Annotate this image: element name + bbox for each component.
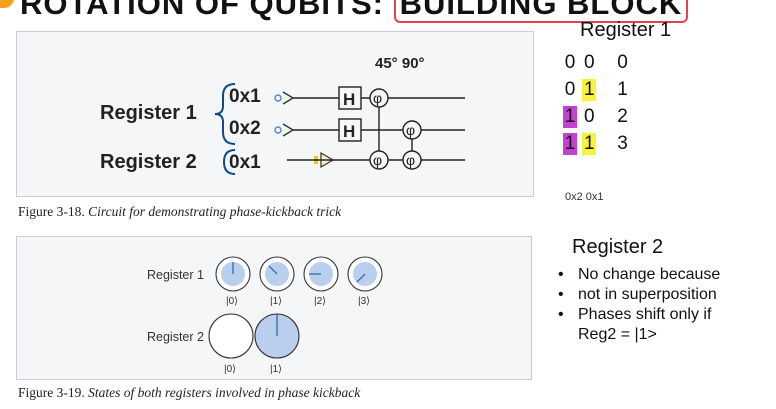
- bit-row-2-value: 2: [617, 106, 628, 127]
- register2-state-1: [254, 313, 300, 359]
- title-plain: ROTATION OF QUBITS:: [20, 0, 384, 21]
- figure-3-18-text: Circuit for demonstrating phase-kickback…: [88, 204, 342, 219]
- note-bullet-2: not in superposition: [552, 285, 776, 305]
- hadamard-gate-0x1-label: H: [343, 90, 355, 109]
- circuit-angle-labels: 45° 90°: [375, 55, 425, 72]
- hadamard-gate-0x2: [338, 118, 362, 142]
- figure-3-18-number: Figure 3-18.: [18, 204, 85, 219]
- bit-row-2-b0: 0: [583, 106, 595, 127]
- bit-row-3-b1: 1: [563, 133, 577, 155]
- register1-state-3: [347, 256, 383, 292]
- slide-title: ROTATION OF QUBITS: BUILDING BLOCK: [20, 0, 689, 23]
- register2-ket-1: |1⟩: [270, 364, 282, 375]
- register1-heading: Register 1: [580, 19, 672, 41]
- register2-state-0: [208, 313, 254, 359]
- bit-row-0-b1: 0: [564, 52, 576, 73]
- phase-90-gate-bottom-label: φ: [406, 152, 415, 168]
- register1-state-2: [303, 256, 339, 292]
- note-bullet-1: No change because: [552, 265, 776, 285]
- bit-row-1-value: 1: [617, 79, 628, 100]
- phase-90-gate-bottom: [402, 150, 422, 170]
- figure-3-18-caption: Figure 3-18. Circuit for demonstrating p…: [18, 204, 341, 220]
- figure-3-19-text: States of both registers involved in pha…: [88, 385, 361, 400]
- register1-ket-0: |0⟩: [226, 296, 238, 307]
- register2-notes-list: No change because not in superposition P…: [552, 265, 776, 345]
- states-figure-panel: Register 1 Register 2 |0⟩ |1⟩ |2⟩ |3⟩: [16, 236, 532, 380]
- register2-bracket: [222, 149, 236, 175]
- qubit-0x2-input-arrow: [282, 123, 295, 137]
- states-register1-label: Register 1: [147, 268, 204, 282]
- bit-row-0-b0: 0: [583, 52, 595, 73]
- phase-45-gate-top: [369, 88, 389, 108]
- phase-90-gate-top: [402, 120, 422, 140]
- bit-axis-label: 0x2 0x1: [565, 191, 604, 203]
- states-register2-label: Register 2: [147, 330, 204, 344]
- phase-45-gate-bottom: [369, 150, 389, 170]
- bit-row-3-value: 3: [617, 133, 628, 154]
- hadamard-gate-0x1: [338, 86, 362, 110]
- register2-ket-0: |0⟩: [224, 364, 236, 375]
- qubit-0x1-label: 0x1: [229, 86, 261, 107]
- circuit-register2-label: Register 2: [100, 151, 197, 173]
- bit-row-3: 1 1 3: [563, 133, 630, 160]
- qubit-0x1-input-dot: [274, 94, 282, 102]
- bit-row-2-b1: 1: [563, 106, 577, 128]
- register1-state-1: [259, 256, 295, 292]
- phase-45-gate-top-label: φ: [373, 90, 382, 106]
- register1-bracket: [214, 83, 236, 145]
- bit-row-1-b0: 1: [582, 79, 597, 101]
- register-states-diagram: Register 1 Register 2 |0⟩ |1⟩ |2⟩ |3⟩: [147, 256, 383, 375]
- register1-ket-2: |2⟩: [314, 296, 326, 307]
- bit-row-1-b1: 0: [564, 79, 576, 100]
- qubit-0x2-input-dot: [274, 126, 282, 134]
- figure-3-19-caption: Figure 3-19. States of both registers in…: [18, 385, 360, 401]
- register1-ket-1: |1⟩: [270, 296, 282, 307]
- note-bullet-3: Phases shift only if Reg2 = |1>: [552, 305, 728, 345]
- bit-row-0-value: 0: [617, 52, 628, 73]
- bit-row-2: 1 0 2: [563, 106, 630, 133]
- bit-row-3-b0: 1: [582, 133, 597, 155]
- figure-3-19-number: Figure 3-19.: [18, 385, 85, 400]
- register2-qubit-label: 0x1: [229, 152, 261, 173]
- phase-90-gate-top-label: φ: [406, 122, 415, 138]
- register2-heading: Register 2: [572, 236, 664, 258]
- hadamard-gate-0x2-label: H: [343, 122, 355, 141]
- qubit-0x1-input-arrow: [282, 91, 295, 105]
- phase-45-gate-bottom-label: φ: [373, 152, 382, 168]
- circuit-diagram: 45° 90° Register 1 Register 2 0x1 0x2 0x…: [100, 55, 465, 175]
- title-arrow-icon: [0, 0, 14, 8]
- register1-ket-3: |3⟩: [358, 296, 370, 307]
- register1-bit-table: 0 0 0 0 1 1 1 0 2 1 1 3: [563, 52, 630, 160]
- bit-row-1: 0 1 1: [563, 79, 630, 106]
- qubit-0x2-label: 0x2: [229, 118, 261, 139]
- circuit-register1-label: Register 1: [100, 102, 197, 124]
- register1-state-0: [215, 256, 251, 292]
- title-boxed: BUILDING BLOCK: [393, 0, 689, 23]
- bit-row-0: 0 0 0: [563, 52, 630, 79]
- circuit-figure-panel: 45° 90° Register 1 Register 2 0x1 0x2 0x…: [16, 31, 534, 197]
